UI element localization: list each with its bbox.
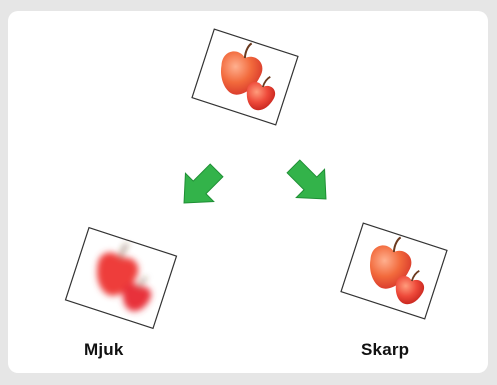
photo-sharp	[340, 222, 448, 320]
label-soft: Mjuk	[84, 340, 124, 359]
photo-original	[191, 28, 299, 126]
label-sharp: Skarp	[361, 340, 410, 359]
arrow-down-right-icon	[286, 159, 327, 200]
arrow-down-left-icon	[183, 163, 224, 204]
photo-apples-sharp-icon	[369, 236, 425, 305]
photo-soft	[64, 226, 178, 330]
photo-apples-icon	[220, 42, 276, 111]
photo-apples-soft-icon	[96, 243, 152, 312]
